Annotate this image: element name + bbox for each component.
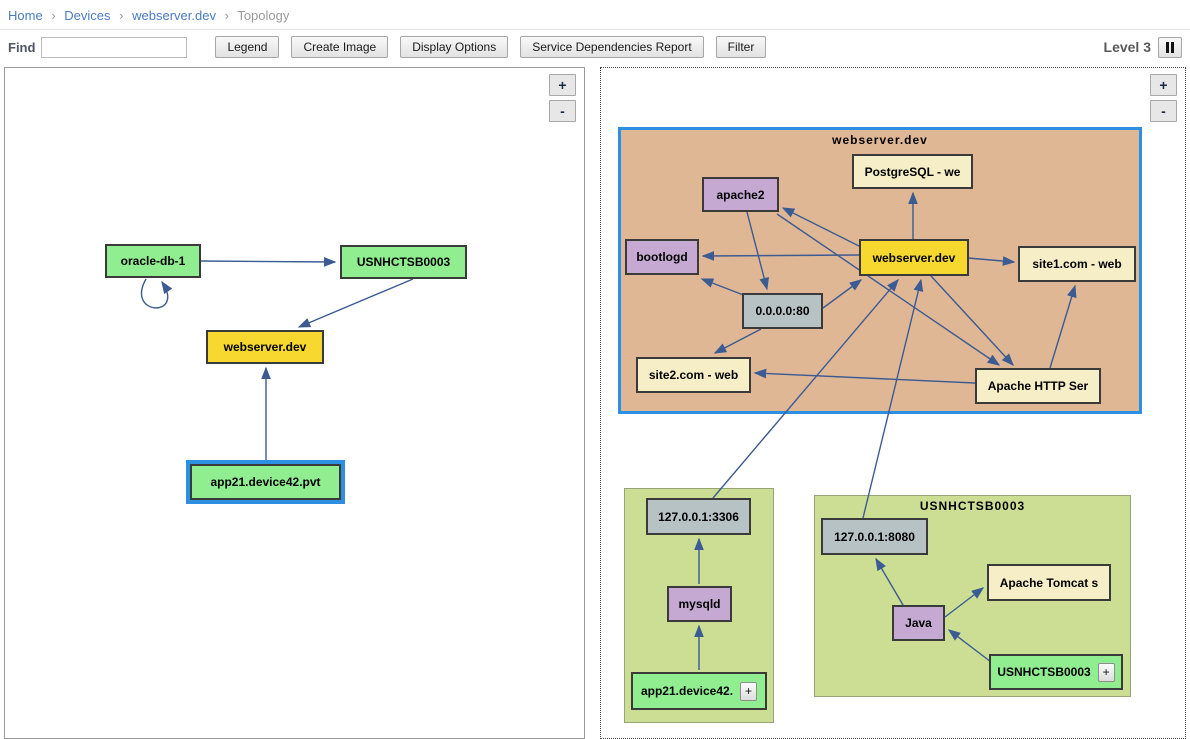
device-topology-graph: oracle-db-1 USNHCTSB0003 webserver.dev app2… — [5, 68, 584, 738]
node-oracle-db-1[interactable]: oracle-db-1 — [105, 244, 201, 278]
node-label: Java — [905, 616, 932, 630]
node-webserver-dev[interactable]: webserver.dev — [206, 330, 324, 364]
node-label: apache2 — [716, 187, 765, 202]
node-label: USNHCTSB0003 — [356, 255, 451, 269]
display-options-button[interactable]: Display Options — [400, 36, 509, 58]
zoom-out-button[interactable]: - — [549, 100, 576, 122]
level-label: Level 3 — [1103, 39, 1151, 55]
breadcrumb: Home › Devices › webserver.dev › Topolog… — [0, 0, 1190, 30]
find-input[interactable] — [41, 36, 188, 58]
node-label: Apache HTTP Ser — [987, 379, 1089, 393]
graph-edges — [140, 257, 414, 462]
node-apache-tomcat-s[interactable]: Apache Tomcat s — [987, 564, 1111, 601]
node-apache2[interactable]: apache2 — [702, 177, 779, 212]
node-label: site2.com - web — [648, 368, 739, 382]
node-app21-device42-pvt[interactable]: app21.device42.pvt — [190, 464, 341, 500]
node-bootlogd[interactable]: bootlogd — [625, 239, 699, 275]
filter-button[interactable]: Filter — [715, 36, 767, 58]
node-label: webserver.dev — [223, 340, 307, 354]
zoom-in-button[interactable]: + — [1150, 74, 1177, 96]
node-label: PostgreSQL - we — [864, 164, 961, 179]
breadcrumb-home[interactable]: Home — [8, 8, 43, 23]
node-site2-com-web[interactable]: site2.com - web — [636, 357, 751, 393]
breadcrumb-separator: › — [119, 8, 124, 23]
node-label: oracle-db-1 — [120, 254, 186, 268]
zoom-in-button[interactable]: + — [549, 74, 576, 96]
node-label: app21.device42. — [640, 684, 734, 698]
node-label: 0.0.0.0:80 — [755, 304, 810, 318]
expand-button[interactable]: + — [1097, 662, 1115, 682]
node-label: bootlogd — [636, 250, 688, 264]
node-java[interactable]: Java — [892, 605, 945, 641]
node-mysqld[interactable]: mysqld — [667, 586, 732, 622]
node-app21-device42[interactable]: app21.device42. + — [631, 672, 767, 710]
pause-icon — [1171, 41, 1174, 53]
group-title: USNHCTSB0003 — [919, 499, 1026, 513]
node-label: Apache Tomcat s — [999, 575, 1099, 590]
legend-button[interactable]: Legend — [215, 36, 280, 58]
graph-edges — [694, 191, 1077, 670]
breadcrumb-devices[interactable]: Devices — [64, 8, 111, 23]
service-dependencies-report-button[interactable]: Service Dependencies Report — [520, 36, 704, 58]
node-label: webserver.dev — [872, 250, 956, 265]
breadcrumb-separator: › — [224, 8, 229, 23]
group-title: webserver.dev — [832, 133, 928, 147]
node-usnhctsb0003[interactable]: USNHCTSB0003 — [340, 245, 467, 279]
pause-button[interactable] — [1158, 36, 1182, 58]
zoom-controls: + - — [1150, 74, 1177, 122]
node-apache-http-ser[interactable]: Apache HTTP Ser — [975, 368, 1101, 404]
device-topology-panel: oracle-db-1 USNHCTSB0003 webserver.dev app2… — [4, 67, 585, 739]
node-label: 127.0.0.1:8080 — [834, 529, 915, 544]
create-image-button[interactable]: Create Image — [291, 36, 389, 58]
node-label: site1.com - web — [1032, 257, 1122, 271]
breadcrumb-separator: › — [51, 8, 56, 23]
node-port-3306[interactable]: 127.0.0.1:3306 — [646, 498, 751, 535]
node-label: 127.0.0.1:3306 — [658, 509, 739, 524]
node-usnhctsb0003[interactable]: USNHCTSB0003 + — [989, 654, 1123, 690]
node-port-8080[interactable]: 127.0.0.1:8080 — [821, 518, 928, 555]
node-label: mysqld — [678, 597, 721, 611]
node-site1-com-web[interactable]: site1.com - web — [1018, 246, 1136, 282]
node-postgresql-we[interactable]: PostgreSQL - we — [852, 154, 973, 189]
node-webserver-dev[interactable]: webserver.dev — [859, 239, 969, 276]
node-port-80[interactable]: 0.0.0.0:80 — [742, 293, 823, 329]
find-label: Find — [8, 39, 36, 55]
breadcrumb-webserver-dev[interactable]: webserver.dev — [132, 8, 216, 23]
expand-button[interactable]: + — [740, 681, 758, 701]
node-label: USNHCTSB0003 — [997, 665, 1091, 679]
node-label: app21.device42.pvt — [210, 475, 321, 489]
zoom-controls: + - — [549, 74, 576, 122]
pause-icon — [1166, 41, 1169, 53]
breadcrumb-current: Topology — [237, 8, 290, 23]
zoom-out-button[interactable]: - — [1150, 100, 1177, 122]
toolbar: Find Legend Create Image Display Options… — [0, 30, 1190, 64]
